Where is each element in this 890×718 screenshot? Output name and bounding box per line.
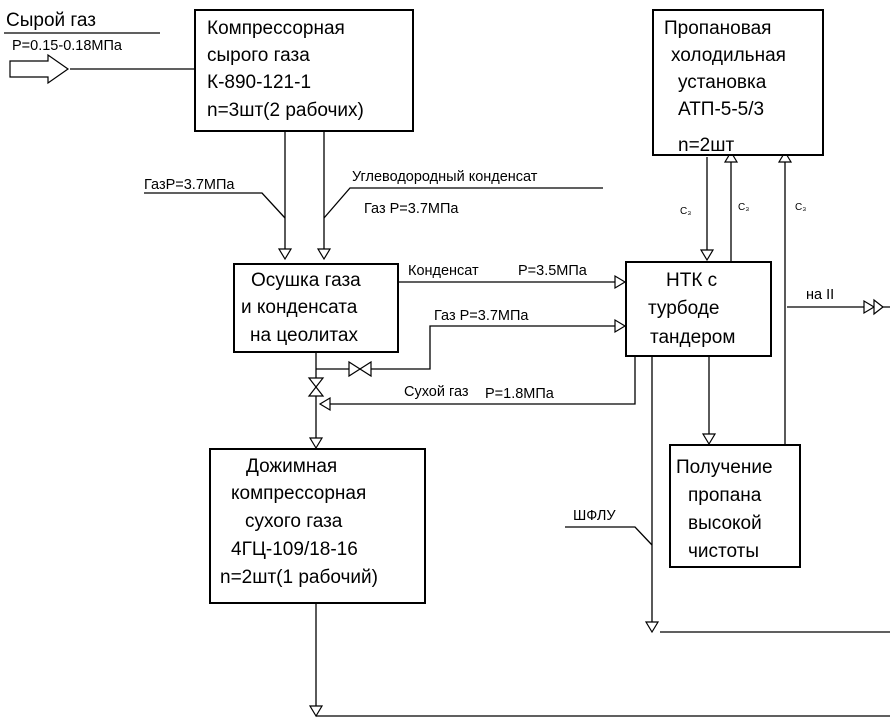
connector-lines [70, 68, 890, 717]
block-booster: Дожимная компрессорная сухого газа 4ГЦ-1… [209, 448, 426, 604]
arrow-up-icon [777, 150, 793, 163]
block-propane-purity: Получение пропана высокой чистоты [669, 444, 801, 568]
gas-to-ntk-line [371, 325, 615, 370]
propane-unit-line-2: холодильная [671, 45, 786, 66]
arrow-left-icon [318, 396, 331, 412]
block-dehydration: Осушка газа и конденсата на цеолитах [233, 263, 399, 353]
raw-gas-label: Сырой газ [6, 10, 96, 31]
condensate-label: Конденсат [408, 263, 479, 279]
propane-unit-line-5: n=2шт [678, 135, 734, 156]
dry-gas-return-line [330, 356, 636, 405]
raw-compressor-line-1: Компрессорная [207, 18, 345, 39]
dry-gas-pressure-label: P=1.8МПа [485, 386, 555, 402]
arrow-down-icon [308, 437, 324, 450]
hc-condensate-label: Углеводородный конденсат [352, 169, 538, 185]
arrow-right-icon [614, 318, 627, 334]
booster-line-2: компрессорная [231, 483, 366, 504]
arrow-down-icon [308, 705, 324, 718]
propane-unit-line-1: Пропановая [664, 18, 771, 39]
arrow-up-icon [723, 150, 739, 163]
booster-line-5: n=2шт(1 рабочий) [220, 567, 378, 588]
arrow-heads [9, 53, 876, 718]
propane-unit-line-4: АТП-5-5/3 [678, 99, 764, 120]
dehydration-line-2: и конденсата [241, 297, 358, 318]
raw-gas-pressure-label: P=0.15-0.18МПа [12, 38, 123, 54]
propane-purity-line-4: чистоты [688, 541, 759, 562]
valve-icon [873, 298, 884, 316]
arrow-right-icon [614, 274, 627, 290]
feed-arrow-icon [9, 53, 70, 85]
block-propane-unit: Пропановая холодильная установка АТП-5-5… [652, 9, 824, 156]
valve-icon [348, 360, 362, 378]
propane-purity-line-1: Получение [676, 457, 773, 478]
c3-label-2: С₃ [738, 202, 749, 213]
valve-icon [307, 377, 325, 388]
ntk-line-3: тандером [650, 327, 735, 348]
booster-line-1: Дожимная [246, 456, 337, 477]
arrow-right-icon [863, 299, 876, 315]
arrow-down-icon [277, 248, 293, 261]
to-second-label: на II [806, 287, 834, 303]
ntk-line-2: турбоде [648, 298, 719, 319]
gas-left-label: ГазP=3.7МПа [144, 177, 235, 193]
ngl-label: ШФЛУ [573, 508, 616, 524]
condensate-pressure-label: P=3.5МПа [518, 263, 588, 279]
c3-label-3: С₃ [795, 202, 806, 213]
raw-compressor-line-3: К-890-121-1 [207, 72, 311, 93]
valves [307, 298, 884, 397]
gas-right-label: Газ P=3.7МПа [364, 201, 459, 217]
dehydration-line-3: на цеолитах [250, 325, 358, 346]
arrow-down-icon [316, 248, 332, 261]
propane-purity-line-3: высокой [688, 513, 762, 534]
valve-icon [307, 386, 325, 397]
ntk-line-1: НТК с [666, 270, 717, 291]
arrow-down-icon [644, 621, 660, 634]
arrow-down-icon [701, 433, 717, 446]
booster-line-3: сухого газа [245, 511, 343, 532]
arrow-down-icon [699, 249, 715, 262]
block-ntk: НТК с турбоде тандером [625, 261, 772, 357]
dry-gas-label: Сухой газ [404, 384, 469, 400]
booster-line-4: 4ГЦ-109/18-16 [231, 539, 358, 560]
raw-compressor-line-2: сырого газа [207, 45, 310, 66]
propane-unit-line-3: установка [678, 72, 767, 93]
propane-purity-line-2: пропана [688, 485, 762, 506]
gas-side-feed-left [144, 192, 286, 219]
block-raw-compressor: Компрессорная сырого газа К-890-121-1 n=… [194, 9, 414, 132]
condensate-side-feed-right [323, 187, 603, 219]
dehydration-line-1: Осушка газа [251, 270, 361, 291]
ngl-label-leader [565, 526, 653, 546]
valve-icon [358, 360, 372, 378]
gas-to-ntk-label: Газ P=3.7МПа [434, 308, 529, 324]
raw-compressor-line-4: n=3шт(2 рабочих) [207, 100, 364, 121]
c3-label-1: С₃ [680, 206, 691, 217]
